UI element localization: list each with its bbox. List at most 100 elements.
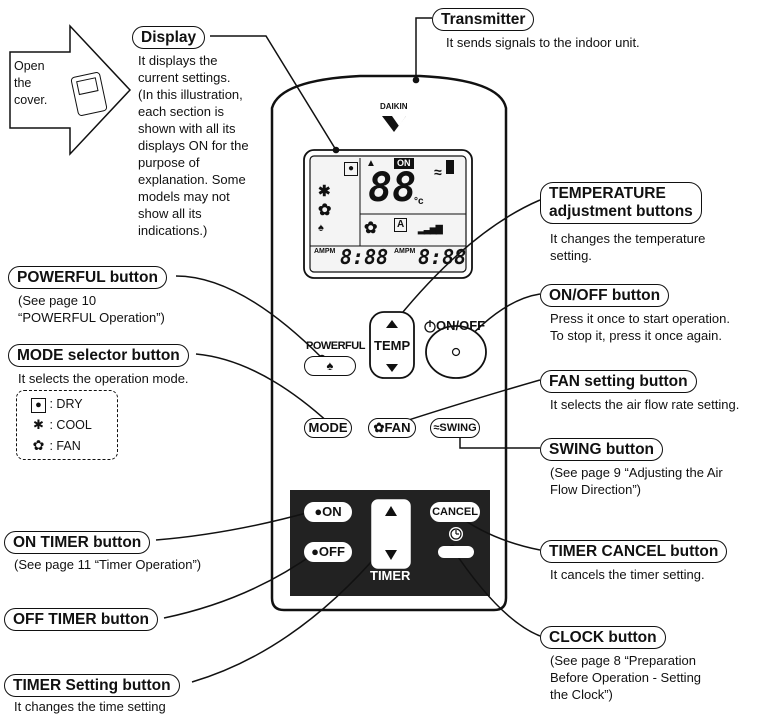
swing-desc-line: Flow Direction”) — [550, 482, 642, 497]
onoff-label: ON/OFF button — [540, 284, 670, 307]
swing-label: SWING button — [540, 438, 664, 461]
temperature-label: TEMPERATURE adjustment buttons — [540, 182, 702, 224]
display-desc-line: models may not — [138, 189, 230, 204]
legend-text: : FAN — [49, 439, 81, 453]
lcd-powerful-icon: ♠ — [318, 222, 324, 234]
display-desc-line: each section is — [138, 104, 224, 119]
fan-desc: It selects the air flow rate setting. — [550, 397, 740, 412]
display-desc-line: current settings. — [138, 70, 231, 85]
legend-row-cool: ✱ : COOL — [31, 417, 92, 433]
mode-desc: It selects the operation mode. — [18, 371, 189, 386]
transmitter-desc: It sends signals to the indoor unit. — [446, 35, 640, 50]
off-timer-label: OFF TIMER button — [4, 608, 159, 631]
onoff-desc-line: To stop it, press it once again. — [550, 328, 722, 343]
cancel-button[interactable]: CANCEL — [430, 502, 480, 522]
clock-desc-line: (See page 8 “Preparation — [550, 653, 696, 668]
on-timer-button[interactable]: ●ON — [304, 502, 352, 522]
off-timer-button-label: OFF — [318, 544, 345, 559]
display-desc-line: show all its — [138, 206, 202, 221]
legend-row-fan: ✿ : FAN — [31, 437, 81, 454]
temp-down-button[interactable] — [374, 356, 410, 378]
lcd-fan-speed-icon: ✿ — [364, 220, 378, 237]
display-desc-line: purpose of — [138, 155, 200, 170]
swing-button-icon: ≈ — [433, 422, 440, 434]
timer-setting-label: TIMER Setting button — [4, 674, 180, 697]
lcd-time-1: 8:88 — [340, 245, 389, 269]
timer-caption: TIMER — [370, 568, 411, 583]
display-desc-line: indications.) — [138, 223, 208, 238]
legend-text: : COOL — [49, 418, 92, 432]
powerful-desc-line: “POWERFUL Operation”) — [18, 310, 165, 325]
temperature-desc: It changes the temperature setting. — [550, 230, 705, 264]
powerful-button[interactable]: ♠ — [304, 356, 356, 376]
powerful-caption: POWERFUL — [306, 340, 365, 352]
timer-cancel-desc: It cancels the timer setting. — [550, 567, 705, 582]
mode-button[interactable]: MODE — [304, 418, 352, 438]
lcd-unit: °c — [414, 196, 424, 207]
onoff-desc-line: Press it once to start operation. — [550, 311, 730, 326]
open-cover-arrow — [9, 24, 132, 156]
transmitter-label: Transmitter — [432, 8, 535, 31]
timer-cancel-label: TIMER CANCEL button — [540, 540, 728, 563]
open-cover-line1: Open — [14, 59, 45, 73]
temp-up-button[interactable] — [374, 314, 410, 336]
fan-label: FAN setting button — [540, 370, 697, 393]
lcd-louver-icon — [446, 160, 454, 174]
lcd-ampm-2: AMPM — [394, 248, 416, 255]
dry-icon: ● — [31, 398, 46, 413]
timer-setting-desc: It changes the time setting — [14, 699, 166, 714]
lcd-fan-bars: ▂▃▅▇ — [418, 224, 443, 234]
onoff-desc: Press it once to start operation. To sto… — [550, 310, 730, 344]
lcd-temp-digits: 88 — [368, 165, 417, 211]
onoff-button[interactable] — [428, 328, 484, 376]
display-desc-line: displays ON for the — [138, 138, 249, 153]
display-desc-line: (In this illustration, — [138, 87, 243, 102]
lcd-swing-icon: ≈ — [434, 164, 442, 180]
lcd-dry-icon: ● — [344, 162, 358, 176]
powerful-desc-line: (See page 10 — [18, 293, 97, 308]
lcd-auto-icon: A — [394, 218, 408, 232]
clock-button[interactable] — [438, 526, 474, 558]
powerful-label: POWERFUL button — [8, 266, 167, 289]
display-label: Display — [132, 26, 206, 49]
timer-down-button[interactable] — [372, 534, 410, 568]
swing-desc: (See page 9 “Adjusting the Air Flow Dire… — [550, 464, 723, 498]
lcd-on-badge: ON — [394, 158, 414, 169]
powerful-desc: (See page 10 “POWERFUL Operation”) — [18, 292, 165, 326]
off-timer-button[interactable]: ●OFF — [304, 542, 352, 562]
open-cover-text: Open the cover. — [14, 58, 47, 109]
swing-desc-line: (See page 9 “Adjusting the Air — [550, 465, 723, 480]
mode-legend: ● : DRY ✱ : COOL ✿ : FAN — [16, 390, 118, 460]
clock-label: CLOCK button — [540, 626, 666, 649]
swing-button-label: SWING — [439, 422, 477, 434]
lcd-ampm-1: AMPM — [314, 248, 336, 255]
cool-icon: ✱ — [33, 417, 44, 432]
clock-desc: (See page 8 “Preparation Before Operatio… — [550, 652, 701, 703]
legend-row-dry: ● : DRY — [31, 397, 83, 413]
display-desc-line: explanation. Some — [138, 172, 246, 187]
clock-desc-line: the Clock”) — [550, 687, 613, 702]
timer-up-button[interactable] — [372, 500, 410, 534]
lcd-triangle-icon: ▲ — [366, 158, 376, 169]
clock-desc-line: Before Operation - Setting — [550, 670, 702, 685]
fan-button[interactable]: ✿FAN — [368, 418, 416, 438]
temp-caption: TEMP — [374, 338, 411, 353]
display-desc: It displays the current settings. (In th… — [138, 52, 268, 239]
legend-text: : DRY — [49, 397, 83, 411]
onoff-caption: ON/OFF — [436, 318, 486, 333]
open-cover-line2: the — [14, 76, 32, 90]
lcd-fan-icon: ✿ — [318, 202, 332, 219]
swing-button[interactable]: ≈SWING — [430, 418, 480, 438]
fan-button-icon: ✿ — [373, 420, 385, 435]
lcd-time-2: 8:88 — [418, 245, 467, 269]
temperature-label-line1: TEMPERATURE — [549, 185, 666, 202]
temperature-desc-line: It changes the temperature — [550, 231, 706, 246]
on-timer-desc: (See page 11 “Timer Operation”) — [14, 557, 202, 572]
display-desc-line: shown with all its — [138, 121, 236, 136]
on-timer-dot-icon: ● — [314, 504, 323, 519]
mode-label: MODE selector button — [8, 344, 189, 367]
on-timer-label: ON TIMER button — [4, 531, 151, 554]
display-desc-line: It displays the — [138, 53, 218, 68]
off-timer-dot-icon: ● — [311, 544, 319, 559]
on-timer-button-label: ON — [322, 504, 342, 519]
